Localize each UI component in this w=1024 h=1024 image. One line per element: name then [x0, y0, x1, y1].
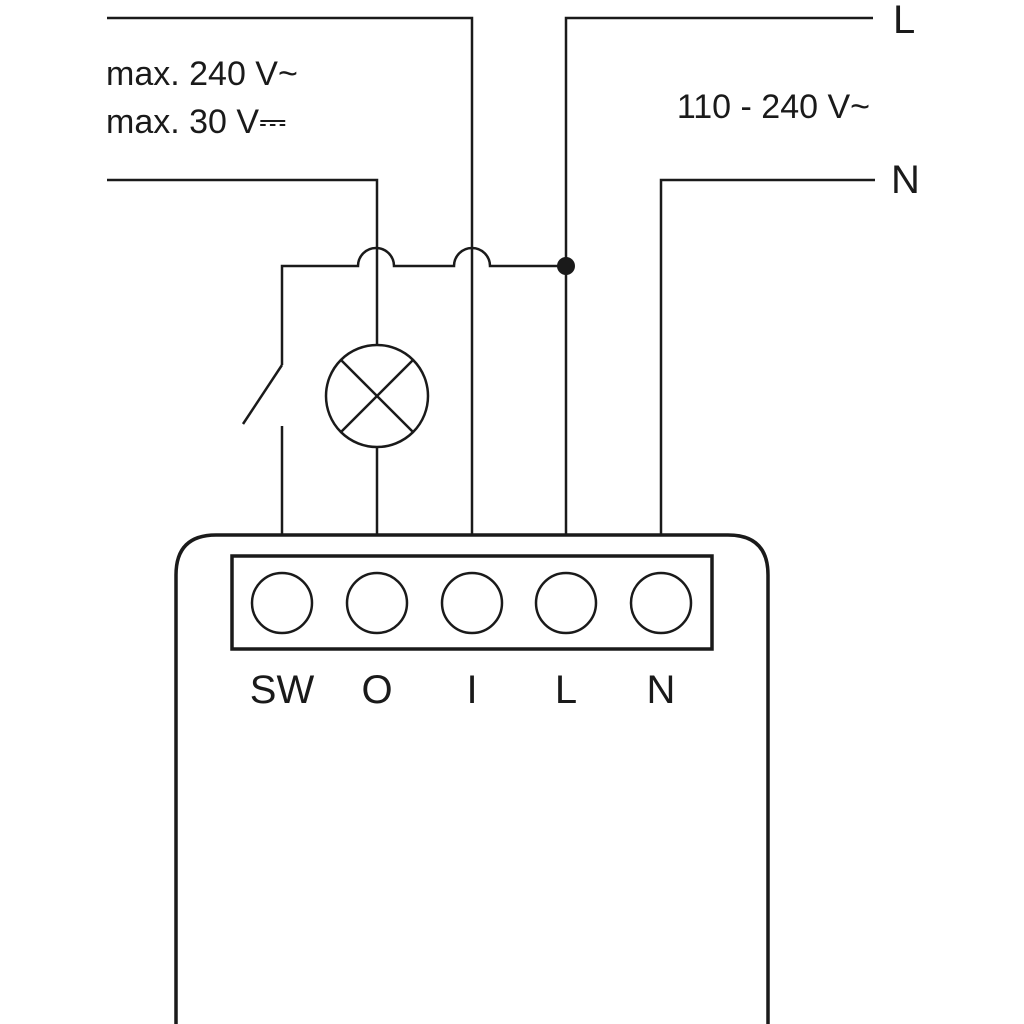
terminal-label: SW	[250, 668, 315, 712]
terminal-n-screw	[629, 571, 693, 635]
device-housing	[174, 533, 770, 1024]
supply-voltage-label: 110 - 240 V~	[677, 88, 870, 126]
dc-rating-label: max. 30 V⎓	[106, 103, 286, 141]
terminal-block	[230, 554, 714, 651]
terminal-label: I	[466, 668, 477, 712]
supply-neutral-wire	[659, 178, 875, 535]
terminal-i-screw	[440, 571, 504, 635]
switch-contact	[241, 364, 284, 425]
relay-input-wire	[107, 16, 474, 535]
supply-line-wire	[564, 16, 873, 535]
terminal-label: O	[361, 668, 392, 712]
switch-feed-wire	[280, 246, 566, 365]
terminal-l-screw	[534, 571, 598, 635]
line-label: L	[893, 0, 915, 42]
terminal-label: N	[647, 668, 676, 712]
junction-dot	[557, 257, 575, 275]
terminal-label: L	[555, 668, 577, 712]
relay-output-wire	[107, 178, 379, 345]
neutral-label: N	[891, 158, 920, 202]
terminal-sw-screw	[250, 571, 314, 635]
terminal-o-screw	[345, 571, 409, 635]
lamp-icon	[324, 343, 430, 449]
ac-rating-label: max. 240 V~	[106, 55, 298, 93]
